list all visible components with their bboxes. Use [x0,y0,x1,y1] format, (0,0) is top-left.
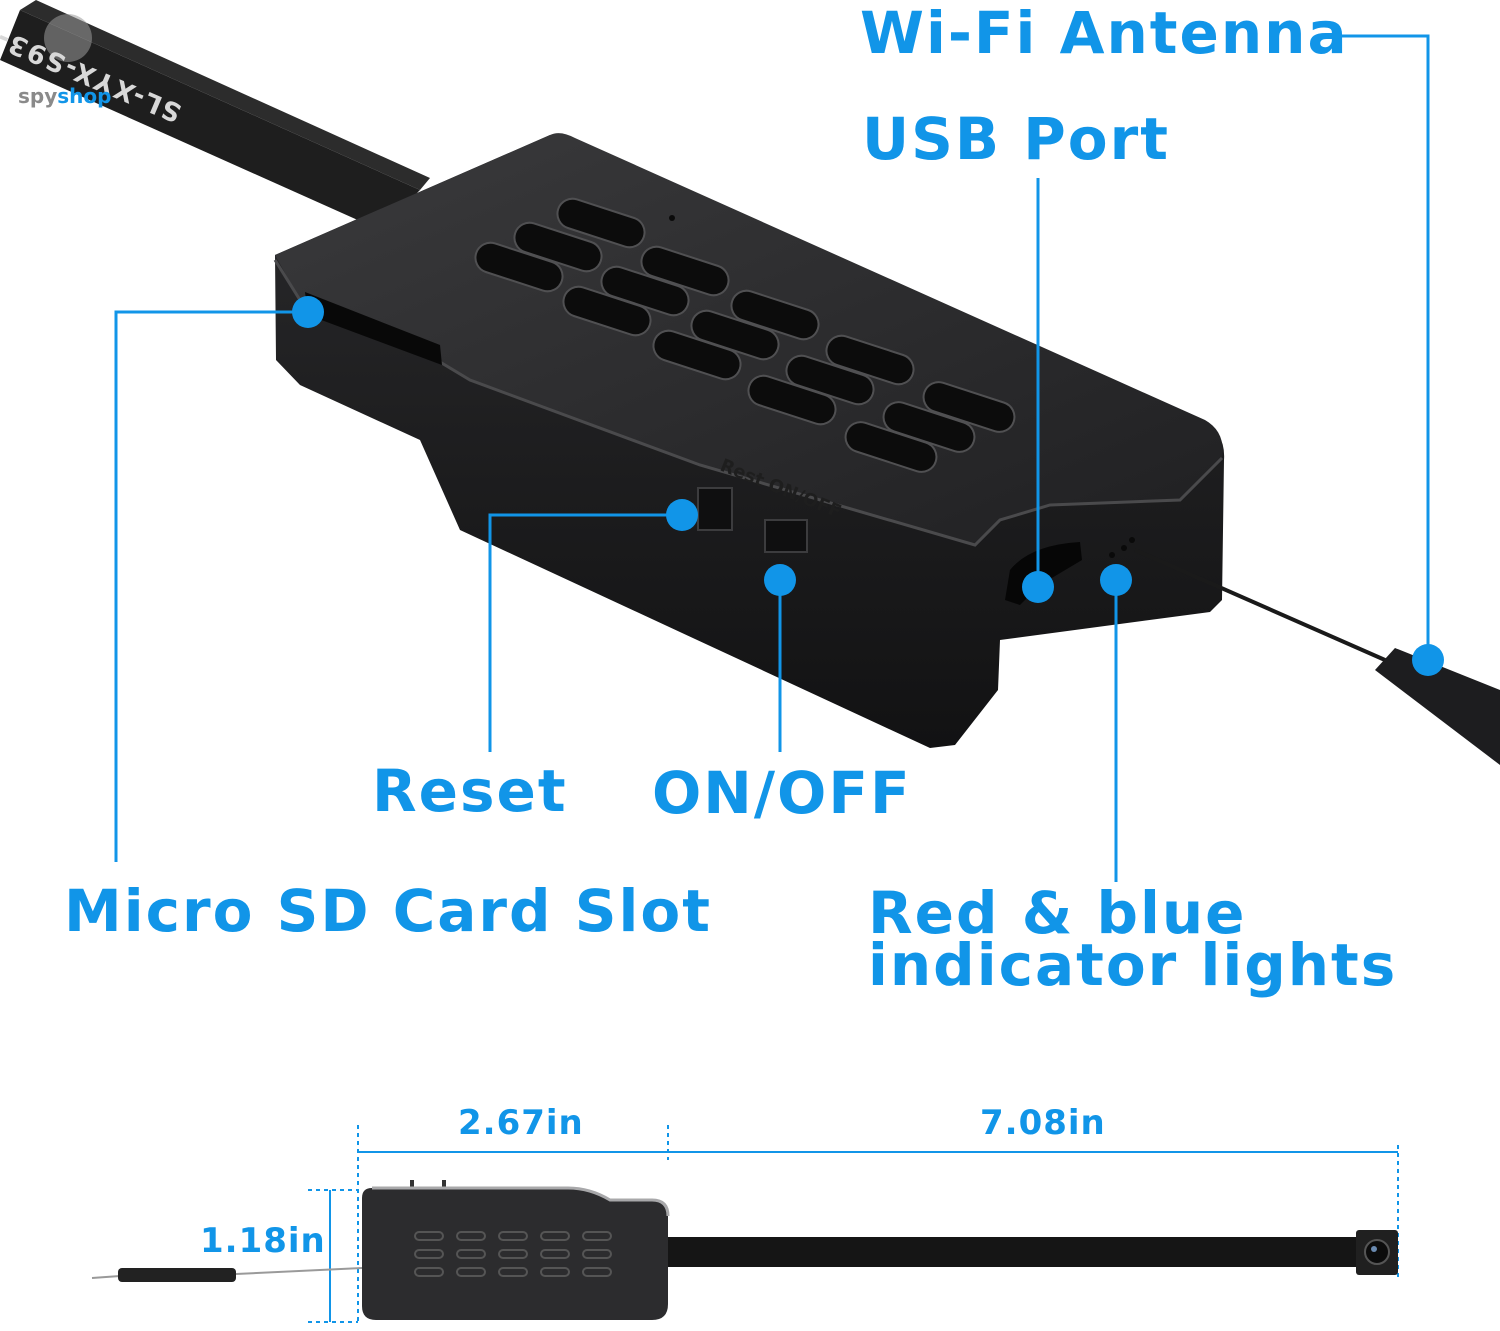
indicator-lights-label-line2: indicator lights [868,931,1398,999]
reset-switch [697,487,733,531]
vent-slots [474,197,1016,473]
wifi-antenna [1134,548,1500,765]
module-side-view [91,1180,1398,1320]
on-off-label: ON/OFF [652,759,912,827]
spyshop-watermark: spyshop [18,84,111,108]
module-length-label: 2.67in [458,1103,584,1143]
callout-dots [292,296,1444,676]
watermark-shop: shop [57,84,112,108]
ribbon-cable [0,0,430,230]
sd-slot [305,292,442,365]
side-view-vents [414,1231,612,1277]
watermark-spy: spy [18,84,58,108]
cable-length-label: 7.08in [980,1103,1106,1143]
module-height-label: 1.18in [200,1221,326,1261]
spyshop-logo-mark [44,14,92,62]
usb-port-label: USB Port [862,105,1170,173]
power-switch [764,519,808,553]
micro-sd-slot-label: Micro SD Card Slot [64,877,712,945]
indicator-lights-label-line1: Red & blue [868,879,1247,947]
camera-module [273,133,1225,748]
wifi-antenna-label: Wi-Fi Antenna [860,0,1349,67]
leader-lines [114,34,1430,882]
reset-label: Reset [372,757,568,825]
